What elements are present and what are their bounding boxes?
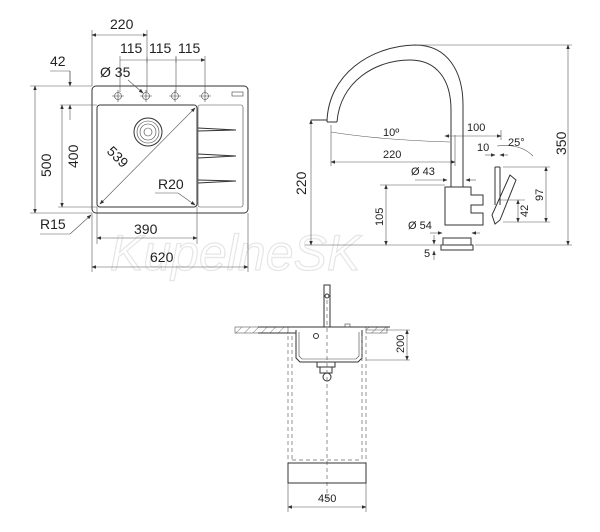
cabinet-outline <box>287 336 367 463</box>
drawing-stroke <box>316 361 336 368</box>
dim-r20: R20 <box>158 176 184 192</box>
dim-400: 400 <box>65 144 81 168</box>
faucet-base <box>440 244 474 251</box>
dim-42-lever: 42 <box>519 205 531 217</box>
angle-25: 25° <box>508 137 525 149</box>
dim-220-height: 220 <box>293 171 309 195</box>
dim-350: 350 <box>553 131 569 155</box>
drawing-stroke <box>197 127 237 132</box>
drawing-stroke <box>287 329 410 512</box>
sink-outline <box>91 85 249 214</box>
sink-section-view: 200 450 <box>234 284 410 512</box>
dim-97: 97 <box>534 189 546 201</box>
dim-115: 115 <box>149 40 172 56</box>
dim-r15: R15 <box>40 216 66 232</box>
faucet-body <box>444 186 484 226</box>
drain-icon <box>133 117 163 147</box>
drawing-stroke <box>112 90 124 102</box>
dim-10: 10 <box>477 142 489 154</box>
drawing-stroke <box>91 207 249 272</box>
spout-inner <box>336 59 452 187</box>
dim-220: 220 <box>110 16 134 32</box>
drawing-stroke <box>500 166 550 223</box>
drawing-stroke <box>140 90 152 102</box>
dim-hole-diameter: Ø 35 <box>100 64 131 80</box>
drawing-stroke <box>169 90 181 102</box>
drawing-stroke <box>69 214 92 235</box>
angle-10: 10º <box>383 127 399 139</box>
countertop-left <box>234 326 289 334</box>
lever-handle <box>491 174 517 225</box>
drainer-area <box>197 104 244 208</box>
drain-trap-icon <box>316 361 336 382</box>
drawing-stroke <box>146 57 177 63</box>
drawing-stroke <box>177 192 196 206</box>
dim-diameter-54: Ø 54 <box>408 220 432 232</box>
drawing-stroke <box>139 123 157 141</box>
drawing-stroke <box>143 127 153 137</box>
tap-hole-icon <box>169 90 181 102</box>
drawing-stroke <box>99 107 196 205</box>
bowl-section <box>295 330 363 363</box>
dim-115: 115 <box>178 40 201 56</box>
overflow-slot <box>231 91 244 97</box>
faucet-side-view: 350 220 10º 220 100 10 25° Ø 43 105 Ø 54… <box>293 44 572 260</box>
sink-top-view: 220 115 115 115 42 Ø 35 500 400 539 R20 … <box>30 16 249 272</box>
drawing-stroke <box>305 44 572 246</box>
dim-200: 200 <box>395 335 407 353</box>
drawing-stroke <box>197 179 237 184</box>
drawing-stroke <box>30 70 97 106</box>
watermark: KupelneSK <box>110 225 363 281</box>
dim-390: 390 <box>134 221 158 237</box>
dim-500: 500 <box>38 153 54 177</box>
drawing-stroke <box>319 366 333 374</box>
dim-5: 5 <box>424 248 430 260</box>
tap-hole-icon <box>112 90 124 102</box>
dim-539-diagonal: 539 <box>104 143 132 171</box>
drawing-stroke <box>311 119 337 123</box>
drawing-stroke <box>136 120 160 144</box>
drawing-stroke <box>442 237 472 246</box>
dim-diameter-43: Ø 43 <box>411 166 435 178</box>
dim-620: 620 <box>150 249 174 265</box>
dim-100: 100 <box>467 122 485 134</box>
cabinet-plinth <box>287 462 367 484</box>
dim-42: 42 <box>50 53 66 69</box>
drainer-grooves <box>197 127 237 184</box>
drawing-stroke <box>324 293 330 299</box>
dim-105: 105 <box>374 208 386 226</box>
dim-220-reach: 220 <box>383 149 401 161</box>
drawing-stroke <box>496 145 534 157</box>
lever-post <box>494 166 501 205</box>
drawing-stroke <box>127 79 144 94</box>
tap-holes <box>112 90 211 102</box>
drawing-stroke <box>133 117 163 147</box>
bowl-outline <box>96 104 198 208</box>
faucet-section <box>323 284 331 328</box>
tap-hole-icon <box>140 90 152 102</box>
drawing-stroke <box>197 153 237 159</box>
drawing-stroke <box>298 332 360 360</box>
spout-outer <box>326 44 464 187</box>
drawing-stroke <box>344 323 351 328</box>
dim-115: 115 <box>120 40 143 56</box>
overflow-hole <box>313 333 319 339</box>
dim-450: 450 <box>318 493 336 505</box>
